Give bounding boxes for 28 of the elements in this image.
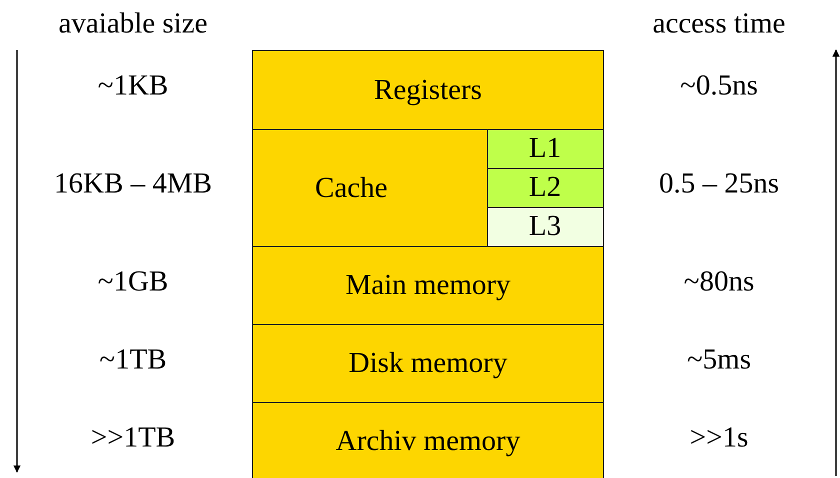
level-label: L3 — [528, 210, 562, 243]
level-label: Archiv memory — [336, 425, 520, 458]
time-label: ~80ns — [684, 265, 754, 298]
level-label: L2 — [528, 171, 562, 204]
time-label: ~5ms — [686, 343, 752, 376]
size-label: >>1TB — [90, 422, 176, 454]
level-label: Cache — [315, 172, 388, 204]
size-label: ~1KB — [98, 70, 168, 102]
column-heading: avaiable size — [58, 8, 208, 40]
memory-level-box — [252, 246, 604, 325]
memory-level-box — [252, 324, 604, 403]
size-label: ~1GB — [98, 265, 168, 298]
size-label: ~1TB — [99, 343, 167, 376]
memory-level-box — [252, 50, 604, 130]
cache-level-box — [486, 168, 604, 208]
time-label: 0.5 – 25ns — [658, 168, 780, 200]
time-label: ~0.5ns — [680, 70, 758, 102]
memory-level-box — [252, 402, 604, 478]
memory-level-box — [252, 129, 604, 247]
cache-level-box — [486, 128, 604, 168]
time-label: >>1s — [690, 422, 748, 454]
level-label: Disk memory — [348, 347, 508, 380]
column-heading: access time — [652, 8, 786, 40]
size-label: 16KB – 4MB — [54, 168, 212, 200]
level-label: Registers — [374, 74, 482, 106]
level-label: Main memory — [345, 269, 511, 302]
level-label: L1 — [528, 132, 562, 165]
cache-level-box — [486, 206, 604, 246]
